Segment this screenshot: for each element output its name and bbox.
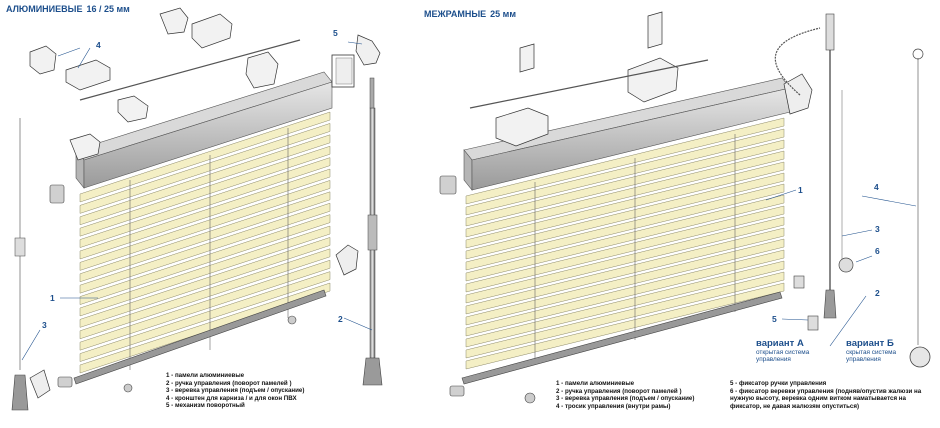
legend-item: 2 - ручка управления (поворот памелей ) — [556, 387, 682, 395]
slat — [465, 194, 785, 282]
slat — [79, 214, 331, 305]
right-title-size: 25 мм — [490, 9, 516, 19]
slat-stack — [79, 111, 331, 374]
callout-4: 4 — [874, 182, 879, 192]
slat — [79, 259, 331, 351]
right-legend-a: 1 - памели алюминиевые 2 - ручка управле… — [556, 380, 694, 410]
legend-item: 4 - кронштен для карниза / и для окон ПВ… — [166, 394, 297, 402]
legend-item: 2 - ручка управления (поворот памелей ) — [166, 379, 292, 387]
legend-item: 1 - памели алюминиевые — [166, 372, 245, 379]
slat — [79, 271, 331, 362]
slat — [465, 271, 785, 359]
callout-6: 6 — [875, 246, 880, 256]
callout-3: 3 — [875, 224, 880, 234]
slat — [465, 238, 785, 326]
legend-item: нужную высоту, веревка одним витком нама… — [730, 395, 906, 403]
variant-a-title: вариант А — [756, 338, 804, 349]
callout-1: 1 — [798, 185, 803, 195]
slat-stack — [465, 117, 785, 370]
slat — [79, 191, 331, 283]
slat — [465, 282, 785, 370]
callout-2: 2 — [875, 288, 880, 298]
variant-a-desc: открытая система управления — [756, 349, 810, 364]
slat — [79, 134, 331, 226]
slat — [465, 117, 785, 205]
slat — [79, 157, 331, 248]
left-legend: 1 - памели алюминиевые 2 - ручка управле… — [166, 372, 304, 410]
legend-item: 5 - фиксатор ручки управления — [730, 380, 827, 387]
legend-item: 4 - тросик управления (внутри рамы) — [556, 402, 671, 410]
slat — [79, 248, 331, 340]
variant-b-title: вариант Б — [846, 338, 894, 349]
slat — [465, 205, 785, 293]
callout-5: 5 — [772, 314, 777, 324]
left-title-size: 16 / 25 мм — [86, 4, 130, 14]
legend-item: 3 - веревка управления (подъем / опускан… — [166, 387, 305, 395]
slat — [79, 111, 331, 203]
slat — [465, 227, 785, 315]
callout-2: 2 — [338, 314, 343, 324]
right-title-text: МЕЖРАМНЫЕ — [424, 9, 487, 19]
slat — [465, 183, 785, 271]
callout-5: 5 — [333, 28, 338, 38]
slat — [465, 216, 785, 304]
slat — [79, 225, 331, 317]
interframe-blind-assembly: 1 2 3 4 5 6 — [439, 11, 931, 404]
slat — [79, 168, 331, 260]
slat — [465, 249, 785, 337]
right-legend-b: 5 - фиксатор ручки управления 6 - фиксат… — [730, 380, 921, 410]
legend-item: 3 - веревка управления (подъем / опускан… — [556, 395, 695, 403]
slat — [79, 180, 331, 271]
slat — [465, 139, 785, 227]
slat — [465, 128, 785, 216]
left-title-text: АЛЮМИНИЕВЫЕ — [6, 4, 83, 14]
slat — [79, 202, 331, 294]
slat — [79, 282, 331, 374]
bottom-rail — [73, 289, 327, 385]
slat — [465, 260, 785, 348]
slat — [465, 150, 785, 238]
callout-3: 3 — [42, 320, 47, 330]
cord-fixer — [838, 257, 854, 273]
legend-item: 5 - механизм поворотный — [166, 402, 245, 410]
slat — [465, 161, 785, 249]
variant-b-desc: скрытая система управления — [846, 349, 897, 364]
legend-item: фиксатор, не давая жалюзям опуститься) — [730, 402, 860, 410]
slat — [79, 145, 331, 237]
slat — [79, 123, 331, 214]
variant-a: вариант А открытая система управления — [756, 338, 836, 364]
brackets-parts — [29, 7, 279, 161]
callout-4: 4 — [96, 40, 101, 50]
legend-item: 6 - фиксатор веревки управления (подняв/… — [730, 387, 922, 395]
aluminium-blind-assembly: 1 2 3 4 5 — [11, 7, 383, 411]
callout-1: 1 — [50, 293, 55, 303]
legend-item: 1 - памели алюминиевые — [556, 380, 635, 387]
slat — [465, 172, 785, 260]
slat — [79, 237, 331, 328]
variant-b: вариант Б скрытая система управления — [846, 338, 926, 364]
bottom-rail — [461, 291, 783, 385]
